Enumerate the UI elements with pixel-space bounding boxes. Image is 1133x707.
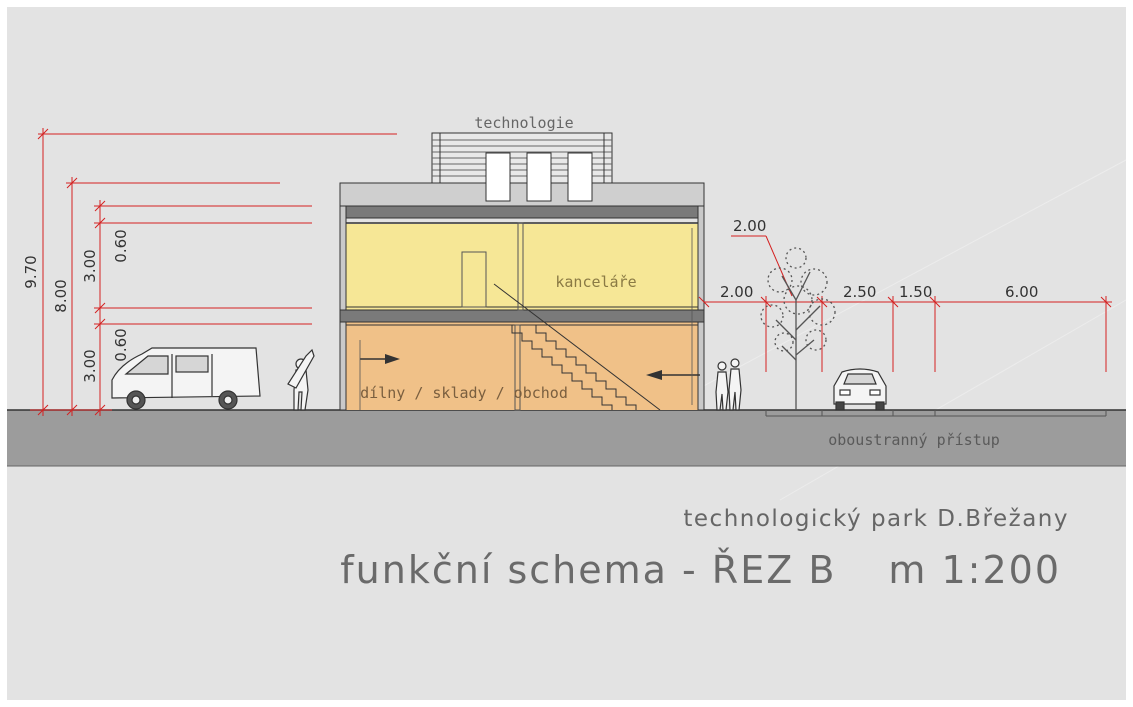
building-section [339, 182, 705, 411]
dimension-lower-floor: 3.00 [81, 349, 99, 382]
offices-area [346, 224, 698, 310]
project-title: technologický park D.Břežany [683, 506, 1069, 532]
height-dimensions [30, 128, 397, 416]
sheet-name: funkční schema - ŘEZ B [340, 548, 837, 592]
width-dimensions [698, 235, 1112, 372]
people-group-icon [715, 358, 742, 411]
label-access: oboustranný přístup [828, 431, 1000, 449]
van-icon [111, 347, 261, 410]
tree-icon [760, 247, 836, 410]
car-icon [833, 368, 887, 411]
dimension-upper-floor: 3.00 [81, 249, 99, 282]
sheet-title: funkční schema - ŘEZ B m 1:200 [340, 548, 1061, 592]
rooftop-technology-unit [431, 132, 613, 202]
ground [7, 409, 1126, 467]
label-offices: kanceláře [555, 273, 636, 291]
dimension-upper-slab: 0.60 [112, 229, 130, 262]
dimension-lower-slab: 0.60 [112, 328, 130, 361]
dimension-tree-offset: 2.00 [733, 217, 766, 235]
person-carrying-board-icon [287, 348, 315, 411]
drawing-scale: m 1:200 [888, 548, 1061, 592]
label-technology: technologie [474, 114, 573, 132]
label-workshops: dílny / sklady / obchod [360, 384, 568, 402]
dimension-roof-height: 8.00 [52, 279, 70, 312]
dimension-lane-a: 2.50 [843, 283, 876, 301]
dimension-parking: 6.00 [1005, 283, 1038, 301]
dimension-total-height: 9.70 [22, 255, 40, 288]
dimension-lane-b: 1.50 [899, 283, 932, 301]
dimension-walkway: 2.00 [720, 283, 753, 301]
